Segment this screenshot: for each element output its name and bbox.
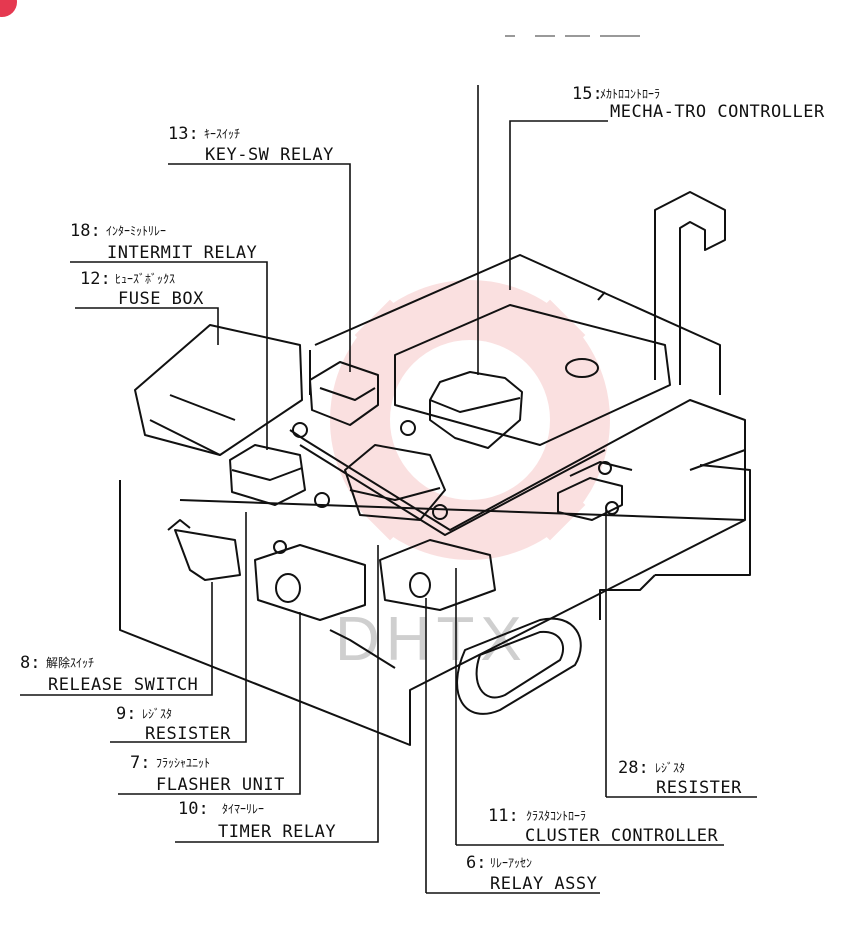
leader-18 xyxy=(70,261,268,450)
label-12-en: FUSE BOX xyxy=(118,289,204,309)
label-resister-28: 28: ﾚｼﾞｽﾀ RESISTER xyxy=(618,758,742,798)
label-10-en: TIMER RELAY xyxy=(218,822,336,842)
label-11-en: CLUSTER CONTROLLER xyxy=(525,826,718,846)
label-release-switch: 8: 解除ｽｲｯﾁ RELEASE SWITCH xyxy=(20,653,198,695)
label-9-en: RESISTER xyxy=(145,724,231,744)
leader-10 xyxy=(175,545,379,843)
label-10-jp: ﾀｲﾏｰﾘﾚｰ xyxy=(222,802,264,816)
label-8-number: 8: xyxy=(20,653,40,673)
label-28-number: 28: xyxy=(618,758,649,778)
leader-9 xyxy=(110,512,247,743)
label-15-jp: ﾒｶﾄﾛｺﾝﾄﾛｰﾗ xyxy=(600,87,660,101)
leader-13 xyxy=(168,163,351,372)
label-7-number: 7: xyxy=(130,753,150,773)
watermark-text: DHTX xyxy=(335,605,528,674)
label-cluster-controller: 11: ｸﾗｽﾀｺﾝﾄﾛｰﾗ CLUSTER CONTROLLER xyxy=(488,806,718,846)
label-13-number: 13: xyxy=(168,124,199,144)
label-28-jp: ﾚｼﾞｽﾀ xyxy=(655,761,685,775)
label-28-en: RESISTER xyxy=(656,778,742,798)
label-6-jp: ﾘﾚｰｱｯｾﾝ xyxy=(490,856,532,870)
leader-lines xyxy=(20,85,757,894)
label-intermit-relay: 18: ｲﾝﾀｰﾐｯﾄﾘﾚｰ INTERMIT RELAY xyxy=(70,221,257,263)
label-resister-9: 9: ﾚｼﾞｽﾀ RESISTER xyxy=(116,704,231,744)
label-13-en: KEY-SW RELAY xyxy=(205,145,334,165)
label-mecha-tro-controller: 15: ﾒｶﾄﾛｺﾝﾄﾛｰﾗ MECHA-TRO CONTROLLER xyxy=(572,84,825,122)
label-15-number: 15: xyxy=(572,84,603,104)
label-12-number: 12: xyxy=(80,269,111,289)
label-timer-relay: 10: ﾀｲﾏｰﾘﾚｰ TIMER RELAY xyxy=(178,799,336,842)
label-10-number: 10: xyxy=(178,799,209,819)
label-8-en: RELEASE SWITCH xyxy=(48,675,198,695)
label-9-number: 9: xyxy=(116,704,136,724)
label-13-jp: ｷｰｽｲｯﾁ xyxy=(204,127,240,141)
label-12-jp: ﾋｭｰｽﾞﾎﾞｯｸｽ xyxy=(115,272,175,286)
label-key-sw-relay: 13: ｷｰｽｲｯﾁ KEY-SW RELAY xyxy=(168,124,334,165)
label-6-en: RELAY ASSY xyxy=(490,874,597,894)
leader-15b xyxy=(509,120,608,290)
label-8-jp: 解除ｽｲｯﾁ xyxy=(46,655,94,670)
leader-12 xyxy=(75,307,219,345)
corner-marker xyxy=(0,0,17,17)
equipment-drawing xyxy=(119,191,751,746)
label-relay-assy: 6: ﾘﾚｰｱｯｾﾝ RELAY ASSY xyxy=(466,853,597,894)
label-fuse-box: 12: ﾋｭｰｽﾞﾎﾞｯｸｽ FUSE BOX xyxy=(80,269,204,309)
label-18-en: INTERMIT RELAY xyxy=(107,243,257,263)
label-flasher-unit: 7: ﾌﾗｯｼｬﾕﾆｯﾄ FLASHER UNIT xyxy=(130,753,285,795)
label-7-en: FLASHER UNIT xyxy=(156,775,285,795)
label-18-jp: ｲﾝﾀｰﾐｯﾄﾘﾚｰ xyxy=(106,224,166,238)
label-11-number: 11: xyxy=(488,806,519,826)
leader-7 xyxy=(118,612,301,795)
leader-8 xyxy=(20,582,213,696)
label-18-number: 18: xyxy=(70,221,101,241)
watermark-gear xyxy=(330,280,610,560)
label-6-number: 6: xyxy=(466,853,486,873)
label-7-jp: ﾌﾗｯｼｬﾕﾆｯﾄ xyxy=(156,756,210,770)
label-9-jp: ﾚｼﾞｽﾀ xyxy=(142,707,172,721)
label-11-jp: ｸﾗｽﾀｺﾝﾄﾛｰﾗ xyxy=(526,809,586,823)
label-15-en: MECHA-TRO CONTROLLER xyxy=(610,102,825,122)
